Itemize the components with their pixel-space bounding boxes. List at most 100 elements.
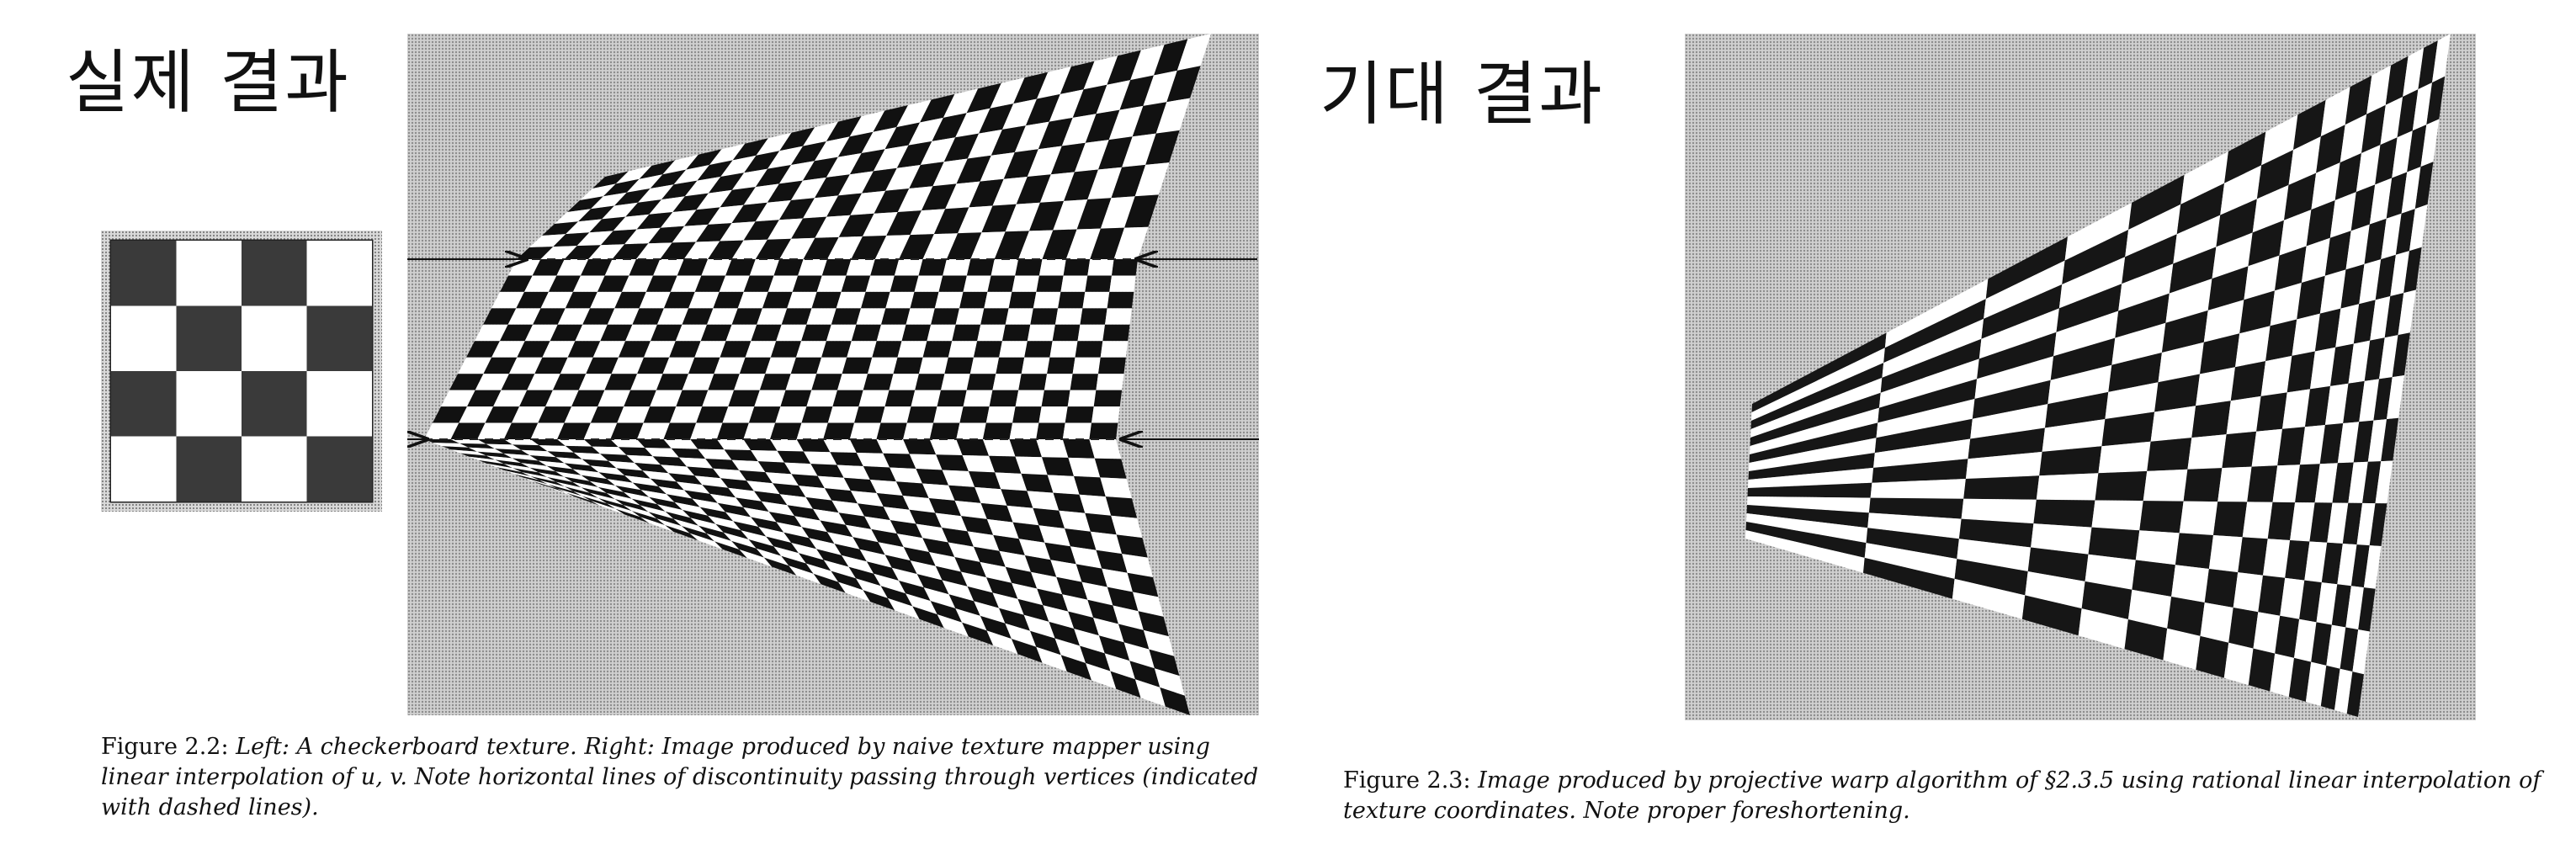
texture-square [306, 241, 372, 306]
naive-checker-cell [878, 542, 911, 561]
projective-checker-cell [2324, 383, 2349, 425]
naive-checker-cell [954, 500, 987, 519]
naive-checker-cell [1079, 494, 1112, 516]
naive-checker-cell [876, 422, 907, 439]
projective-checker-cell [1747, 482, 1872, 498]
projective-checker-cell [2295, 464, 2320, 503]
naive-checker-cell [1030, 308, 1059, 325]
naive-checker-cell [547, 451, 582, 459]
projective-checker-cell [1972, 380, 2051, 419]
projective-checker-cell [2403, 247, 2422, 294]
naive-checker-cell [1145, 130, 1180, 165]
naive-checker-cell [918, 357, 948, 374]
naive-checker-cell [697, 160, 733, 181]
projective-checker-cell [2392, 130, 2413, 178]
projective-checker-cell [2420, 119, 2440, 167]
naive-checker-cell [1074, 140, 1109, 173]
naive-checker-cell [592, 341, 626, 358]
naive-checker-cell [960, 571, 993, 593]
naive-checker-cell [849, 149, 885, 175]
naive-checker-cell [590, 406, 624, 423]
checkerboard-texture [101, 231, 382, 512]
naive-checker-cell [731, 308, 762, 325]
naive-checker-cell [450, 422, 486, 439]
projective-checker-cell [1961, 498, 2037, 524]
naive-checker-cell [856, 308, 886, 325]
naive-checker-cell [1080, 308, 1107, 325]
projective-checker-cell [2359, 259, 2382, 305]
naive-checker-cell [720, 341, 752, 358]
naive-checker-cell [495, 449, 530, 456]
naive-checker-cell [1018, 539, 1051, 560]
naive-checker-cell [778, 161, 815, 184]
naive-checker-cell [614, 499, 649, 512]
naive-checker-cell [1050, 560, 1082, 582]
projective-checker-cell [2122, 234, 2177, 284]
naive-checker-cell [811, 291, 842, 309]
naive-checker-cell [623, 505, 657, 519]
naive-checker-cell [969, 178, 1004, 208]
naive-checker-cell [1098, 635, 1130, 661]
projective-checker-cell [2305, 661, 2327, 707]
naive-checker-cell [662, 154, 698, 175]
naive-checker-cell [706, 534, 740, 549]
naive-checker-cell [684, 207, 720, 226]
projective-checker-cell [2251, 428, 2282, 467]
naive-checker-cell [1043, 605, 1075, 629]
naive-checker-cell [1053, 199, 1088, 231]
naive-checker-cell [1062, 422, 1091, 439]
naive-checker-cell [713, 291, 744, 309]
naive-checker-cell [889, 374, 919, 390]
projective-checker-cell [2280, 577, 2305, 619]
naive-checker-cell [776, 522, 810, 539]
naive-checker-cell [468, 447, 504, 454]
naive-checker-cell [981, 204, 1017, 233]
naive-checker-cell [767, 180, 803, 203]
naive-checker-cell [922, 483, 955, 501]
projective-checker-cell [2324, 231, 2351, 276]
projective-checker-cell [2359, 379, 2379, 422]
texture-square [111, 305, 177, 371]
naive-checker-cell [442, 446, 478, 452]
projective-checker-cell [1974, 356, 2054, 399]
naive-checker-cell [632, 308, 664, 325]
naive-checker-cell [1015, 456, 1048, 475]
naive-checker-cell [1027, 491, 1060, 511]
naive-checker-cell [1102, 568, 1133, 592]
naive-checker-cell [756, 132, 792, 156]
naive-checker-cell [643, 406, 677, 423]
naive-checker-cell [524, 324, 558, 342]
naive-checker-cell [663, 291, 695, 309]
naive-checker-cell [816, 357, 847, 374]
naive-checker-cell [856, 578, 888, 598]
naive-checker-cell [791, 216, 827, 239]
projective-checker-cell [1984, 260, 2065, 319]
naive-checker-cell [728, 390, 760, 407]
projective-checker-cell [2191, 401, 2231, 438]
naive-checker-cell [566, 219, 603, 235]
projective-checker-cell [2321, 542, 2343, 585]
naive-checker-cell [779, 237, 815, 259]
naive-checker-cell [665, 525, 698, 541]
naive-checker-cell [794, 516, 827, 533]
naive-checker-cell [1100, 196, 1135, 229]
naive-checker-cell [757, 461, 792, 475]
naive-checker-cell [1096, 549, 1128, 573]
projective-checker-cell [2158, 342, 2204, 383]
projective-checker-cell [2108, 353, 2162, 392]
naive-checker-cell [692, 498, 725, 512]
naive-checker-cell [780, 390, 812, 407]
naive-checker-cell [491, 341, 525, 358]
naive-checker-cell [906, 308, 935, 325]
naive-checker-cell [937, 614, 969, 637]
naive-checker-cell [548, 275, 581, 292]
projective-checker-cell [2204, 569, 2239, 608]
naive-checker-cell [870, 259, 900, 276]
naive-checker-cell [910, 291, 939, 309]
naive-checker-cell [1039, 172, 1075, 203]
naive-checker-cell [540, 246, 577, 259]
naive-checker-cell [475, 374, 509, 390]
naive-checker-cell [669, 341, 701, 358]
naive-checker-cell [1030, 630, 1061, 656]
naive-checker-cell [791, 141, 826, 165]
